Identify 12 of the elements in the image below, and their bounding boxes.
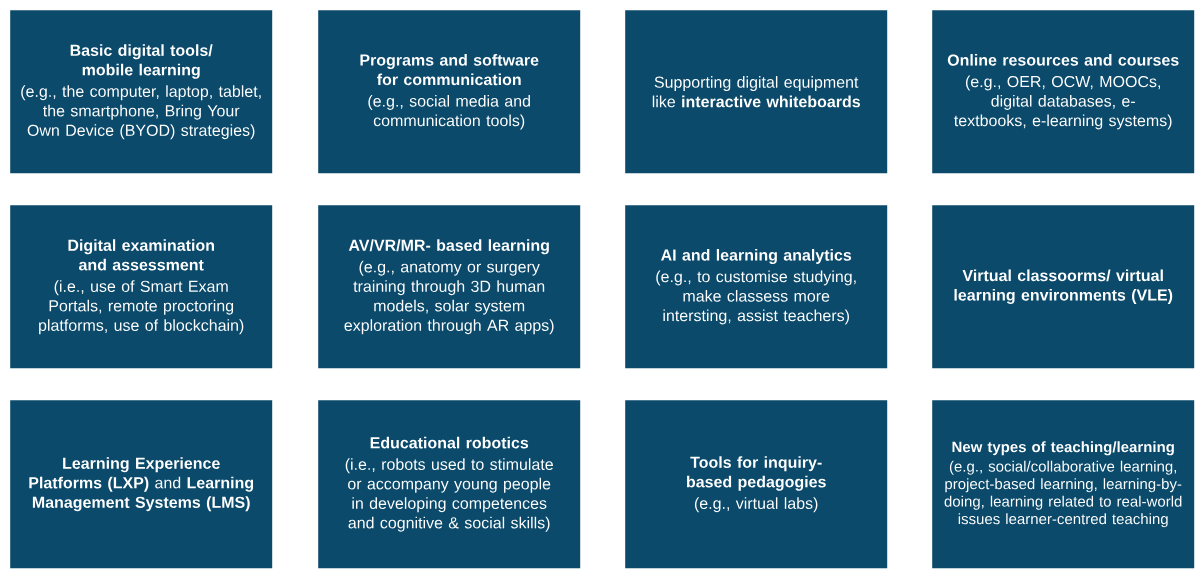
category-box: Educational robotics (i.e., robots used to stimulate or accompany young people in developing competences and cognitive & social skills) xyxy=(318,400,581,569)
category-box: Supporting digital equipment like interactive whiteboards xyxy=(625,10,888,174)
category-box: AI and learning analytics (e.g., to customise studying, make classess more intersting, assist teachers) xyxy=(625,205,888,369)
category-box: Online resources and courses (e.g., OER, OCW, MOOCs, digital databases, e-textbooks, e-learning systems) xyxy=(932,10,1195,174)
category-box: Digital examination and assessment (i.e., use of Smart Exam Portals, remote proctoring platforms, use of blockchain) xyxy=(10,205,273,369)
category-box: Virtual classoorms/ virtual learning environments (VLE) xyxy=(932,205,1195,369)
category-box: Basic digital tools/ mobile learning (e.g., the computer, laptop, tablet, the smartphone, Bring Your Own Device (BYOD) strategies) xyxy=(10,10,273,174)
category-box: New types of teaching/learning (e.g., social/collaborative learning, project-based learning, learning-by-doing, learning related to real-world issues learner-centred teaching xyxy=(932,400,1195,569)
category-box: Programs and software for communication (e.g., social media and communication tools) xyxy=(318,10,581,174)
category-box: AV/VR/MR- based learning (e.g., anatomy or surgery training through 3D human models, solar system exploration through AR apps) xyxy=(318,205,581,369)
category-box: Tools for inquiry-based pedagogies (e.g., virtual labs) xyxy=(625,400,888,569)
category-box: Learning Experience Platforms (LXP) and Learning Management Systems (LMS) xyxy=(10,400,273,569)
